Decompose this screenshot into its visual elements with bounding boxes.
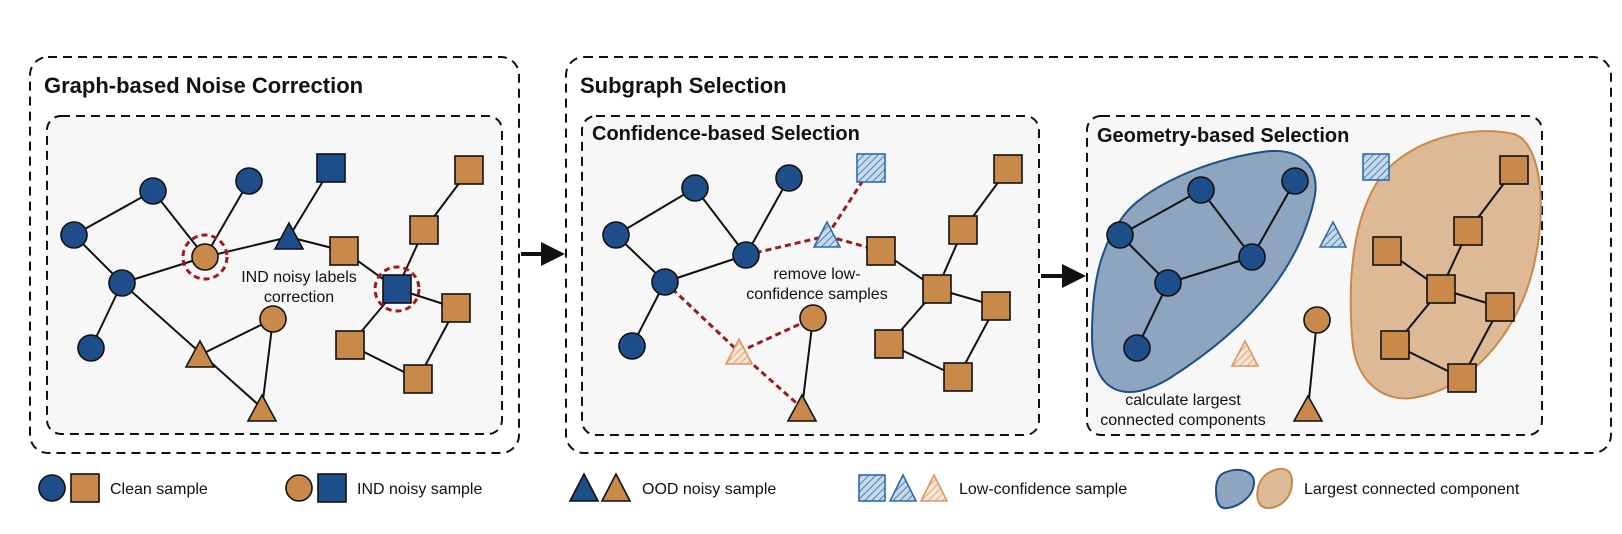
legend-low-confidence: Low-confidence sample [858,473,1127,502]
clean-sample-node [866,236,896,266]
clean-sample-node [1499,155,1529,185]
clean-sample-node [316,153,346,183]
legend: Clean sample IND noisy sample OOD noisy … [38,467,1520,510]
subgraph-selection-panel: Subgraph Selection Confidence-based Sele… [565,56,1612,454]
clean-sample-node [403,364,433,394]
legend-clean-label: Clean sample [110,481,208,498]
geometry-title: Geometry-based Selection [1097,125,1349,147]
confidence-based-selection-box: Confidence-based Selection [581,115,1040,436]
remove-annotation-line1: remove low- [773,266,860,283]
ood-noisy-sample-node [273,221,305,250]
clean-sample-node [1372,236,1402,266]
confidence-graph-nodes [602,153,1023,422]
clean-sample-node [1426,274,1456,304]
clean-sample-node [874,329,904,359]
low-confidence-sample-node [1362,153,1390,181]
correction-highlight-ring [373,265,421,313]
clean-sample-node [1485,292,1515,322]
ood-noisy-sample-node [184,339,216,368]
clean-sample-node [1123,334,1151,362]
clean-sample-node [77,334,105,362]
clean-sample-node [1106,221,1134,249]
low-confidence-sample-node [724,337,754,365]
clean-sample-node [409,215,439,245]
correction-annotation-line2: correction [264,289,334,306]
clean-sample-node [335,330,365,360]
ind-noisy-sample-node [191,243,219,271]
correction-annotation-line1: IND noisy labels [241,269,357,286]
clean-sample-node [1380,330,1410,360]
ind-noisy-sample-node [382,274,412,304]
clean-sample-node [108,269,136,297]
legend-lcc-label: Largest connected component [1304,481,1520,498]
remove-annotation-line2: confidence samples [746,286,887,303]
left-graph-nodes [60,153,484,422]
clean-sample-node [775,164,803,192]
clean-sample-node [1281,167,1309,195]
clean-sample-node [993,154,1023,184]
legend-low-confidence-label: Low-confidence sample [959,481,1127,498]
clean-sample-node [602,221,630,249]
legend-ood-noisy: OOD noisy sample [568,472,776,502]
clean-sample-node [681,174,709,202]
clean-sample-node [1238,243,1266,271]
ood-noisy-sample-node [246,393,278,422]
low-confidence-sample-node [856,153,886,183]
legend-ind-noisy: IND noisy sample [285,473,482,503]
clean-sample-node [943,362,973,392]
clean-sample-node [948,215,978,245]
clean-sample-node [139,177,167,205]
lcc-annotation-line1: calculate largest [1125,392,1241,409]
clean-sample-node [732,241,760,269]
clean-sample-node [1447,363,1477,393]
clean-sample-node [922,274,952,304]
clean-sample-node [1453,216,1483,246]
graph-based-noise-correction-panel: Graph-based Noise Correction [29,56,520,454]
clean-sample-node [329,236,359,266]
clean-sample-node [441,293,471,323]
ood-noisy-sample-node [1292,394,1324,422]
ood-noisy-sample-node [786,393,818,422]
correction-highlight-ring [181,233,229,281]
clean-sample-node [651,268,679,296]
clean-sample-node [799,304,827,332]
clean-sample-node [60,221,88,249]
geometry-based-selection-box: Geometry-based Selection [1086,115,1543,436]
clean-sample-node [618,332,646,360]
legend-ood-noisy-label: OOD noisy sample [642,481,776,498]
low-confidence-sample-node [1230,339,1260,367]
clean-sample-node [235,167,263,195]
right-panel-title: Subgraph Selection [580,73,787,98]
legend-clean: Clean sample [38,473,208,503]
legend-ind-noisy-label: IND noisy sample [357,481,482,498]
left-panel-title: Graph-based Noise Correction [44,73,363,98]
low-confidence-sample-node [1318,220,1348,248]
clean-sample-node [1303,306,1331,334]
lcc-annotation-line2: connected components [1100,412,1265,429]
legend-lcc: Largest connected component [1214,467,1520,510]
clean-sample-node [454,155,484,185]
clean-sample-node [1187,176,1215,204]
clean-sample-node [1154,269,1182,297]
low-confidence-sample-node [812,220,842,248]
clean-sample-node [981,291,1011,321]
confidence-title: Confidence-based Selection [592,123,860,145]
clean-sample-node [259,305,287,333]
geometry-graph-nodes [1106,153,1529,422]
